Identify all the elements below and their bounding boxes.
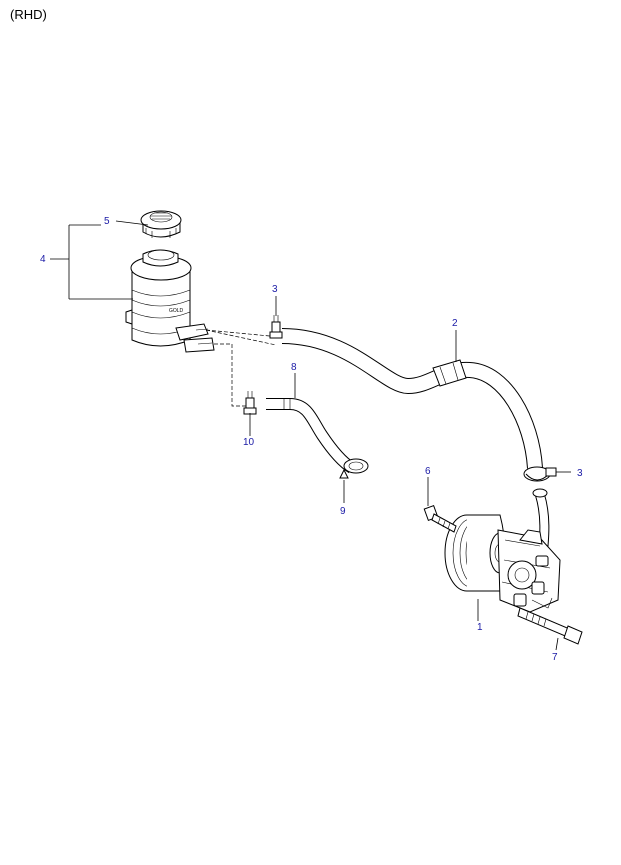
hose-clip-upper [269,315,283,339]
power-steering-pump [444,514,561,613]
leader-lines [115,220,571,651]
callout-4: 4 [40,254,46,265]
return-hose [281,328,543,469]
reservoir-level-mark: GOLD [169,308,184,314]
callout-7: 7 [552,652,558,663]
callout-5: 5 [104,216,110,227]
reservoir-cap [140,210,182,238]
callout-8: 8 [291,362,297,373]
hose-clamp-9 [339,458,369,479]
callout-4-bracket [50,224,133,300]
hose-clip-lower [523,466,557,482]
hose-clip-10 [243,391,257,415]
reservoir-body: GOLD [125,249,215,353]
variant-label: (RHD) [10,7,47,22]
connection-guide-upper [205,329,277,346]
callout-10: 10 [243,437,255,448]
callout-3-lower: 3 [577,468,583,479]
mounting-bolt-6 [423,505,457,533]
mounting-bolt-7 [517,607,583,645]
callout-2: 2 [452,318,458,329]
callout-3-upper: 3 [272,284,278,295]
suction-hose [266,398,356,474]
callout-1: 1 [477,622,483,633]
connection-guide-lower [214,343,246,407]
callout-6: 6 [425,466,431,477]
callout-9: 9 [340,506,346,517]
